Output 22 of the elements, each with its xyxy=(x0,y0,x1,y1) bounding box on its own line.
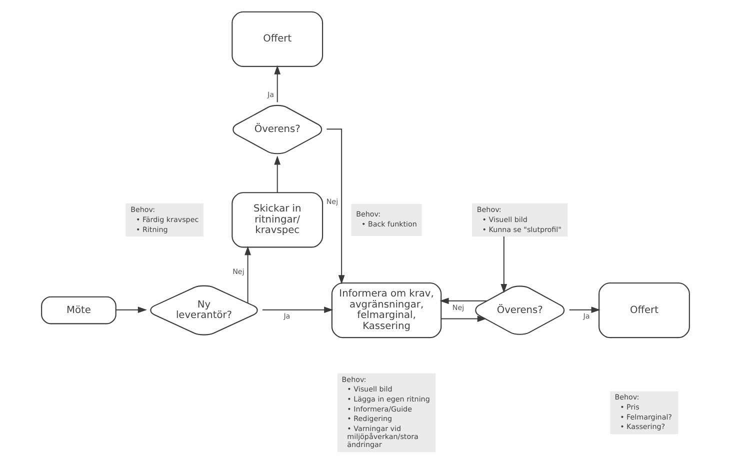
edge-label: Nej xyxy=(232,267,244,276)
edge-label: Nej xyxy=(326,196,338,206)
arrow xyxy=(274,156,281,194)
arrow xyxy=(500,236,508,294)
arrow xyxy=(440,298,488,304)
arrow xyxy=(274,65,281,103)
edge-label: Ja xyxy=(268,90,274,99)
node-box: Skickar in ritningar/ kravspec xyxy=(232,192,324,248)
arrow xyxy=(326,128,345,284)
arrow xyxy=(440,316,486,322)
edge-label: Ja xyxy=(284,312,290,321)
edge-label: Nej xyxy=(452,302,464,312)
node-box: Informera om krav, avgränsningar, felmarginal, Kassering xyxy=(331,282,442,338)
arrow xyxy=(115,306,148,314)
arrow xyxy=(262,306,334,314)
node-box: Offert xyxy=(232,11,324,67)
node-box: Behov: • Visuell bild • Kunna se "slutprofil" xyxy=(472,203,568,236)
node-box: Offert xyxy=(598,282,690,338)
arrow xyxy=(244,246,251,304)
node-box: Möte xyxy=(41,296,116,324)
arrow xyxy=(568,306,600,314)
edge-label: Ja xyxy=(583,312,590,321)
